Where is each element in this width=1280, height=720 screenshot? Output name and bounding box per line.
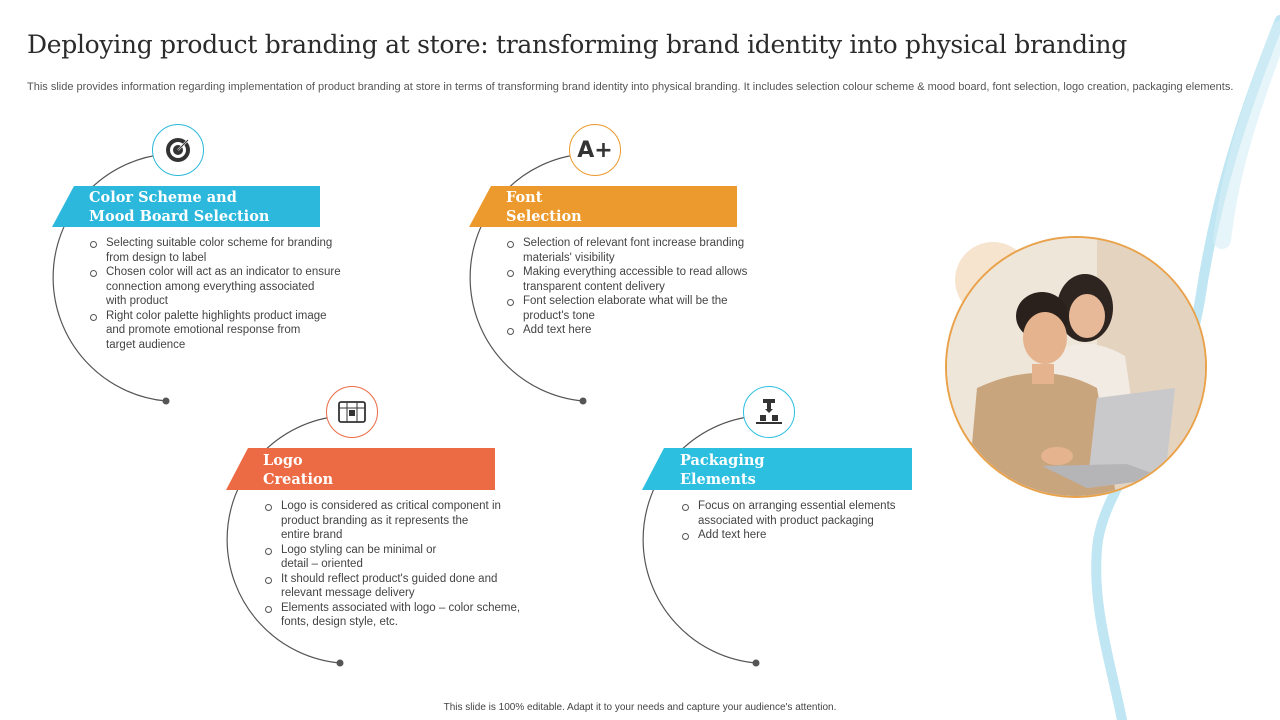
footer-note: This slide is 100% editable. Adapt it to… xyxy=(443,702,837,713)
logo-design-icon xyxy=(326,386,378,438)
banner-line: Logo xyxy=(263,452,303,469)
bullets-font-selection: Selection of relevant font increase bran… xyxy=(505,236,795,338)
list-item: Add text here xyxy=(505,323,795,338)
photo-image xyxy=(945,236,1207,498)
arc-logo-creation xyxy=(226,415,341,664)
font-a-plus-icon: A+ xyxy=(569,124,621,176)
banner-packaging: Packaging Elements xyxy=(680,448,910,490)
list-item: It should reflect product's guided done … xyxy=(263,572,563,601)
bullets-color-scheme: Selecting suitable color scheme for bran… xyxy=(88,236,378,352)
list-item: Elements associated with logo – color sc… xyxy=(263,601,563,630)
banner-line: Creation xyxy=(263,471,334,488)
arc-packaging xyxy=(642,415,757,664)
list-item: Making everything accessible to read all… xyxy=(505,265,795,294)
packaging-machine-icon xyxy=(743,386,795,438)
banner-line: Elements xyxy=(680,471,756,488)
bullets-logo-creation: Logo is considered as critical component… xyxy=(263,499,563,630)
page-title: Deploying product branding at store: tra… xyxy=(27,30,1127,59)
banner-line: Packaging xyxy=(680,452,765,469)
banner-line: Selection xyxy=(506,208,582,225)
banner-line: Color Scheme and xyxy=(89,189,237,206)
banner-color-scheme: Color Scheme and Mood Board Selection xyxy=(89,185,319,227)
list-item: Right color palette highlights product i… xyxy=(88,309,378,353)
color-wheel-icon xyxy=(152,124,204,176)
arc-font-selection xyxy=(469,153,584,402)
list-item: Selecting suitable color scheme for bran… xyxy=(88,236,378,265)
arc-color-scheme xyxy=(52,153,167,402)
page-subtitle: This slide provides information regardin… xyxy=(27,81,1234,93)
photo-couple-laptop xyxy=(945,236,1207,498)
banner-line: Mood Board Selection xyxy=(89,208,270,225)
list-item: Logo is considered as critical component… xyxy=(263,499,563,543)
banner-font-selection: Font Selection xyxy=(506,185,736,227)
icon-glyph: A+ xyxy=(577,137,613,163)
list-item: Chosen color will act as an indicator to… xyxy=(88,265,378,309)
list-item: Font selection elaborate what will be th… xyxy=(505,294,795,323)
list-item: Add text here xyxy=(680,528,970,543)
banner-line: Font xyxy=(506,189,543,206)
list-item: Selection of relevant font increase bran… xyxy=(505,236,795,265)
banner-logo-creation: Logo Creation xyxy=(263,448,493,490)
